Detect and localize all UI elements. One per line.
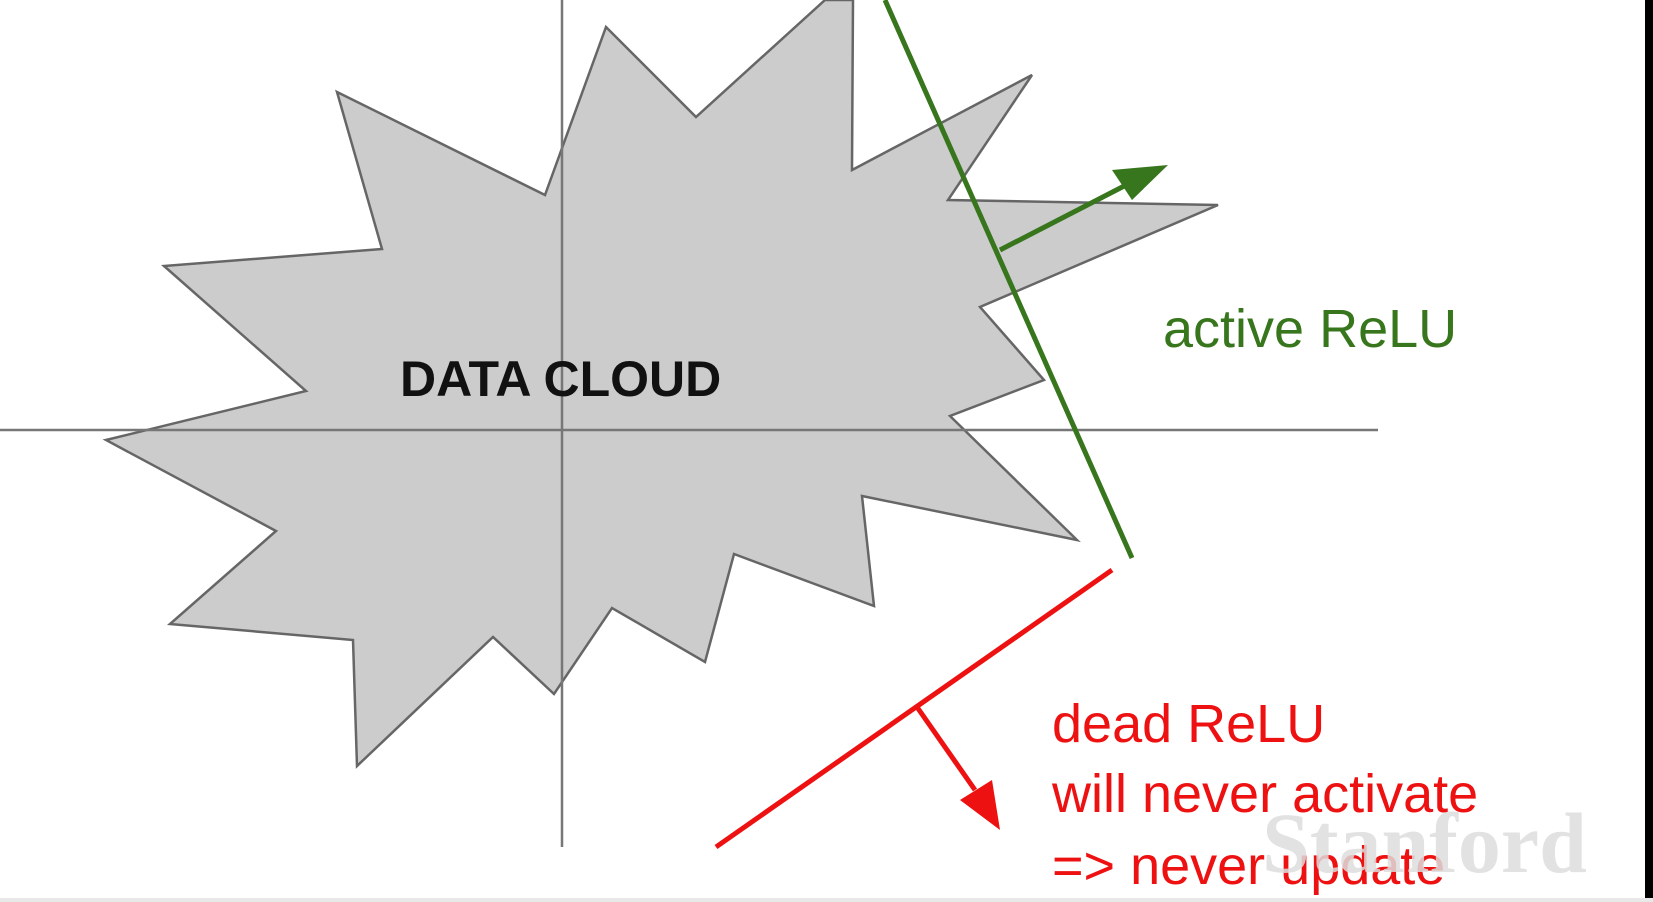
stanford-watermark: Stanford — [1262, 795, 1587, 891]
dead-relu-line-1: dead ReLU — [1052, 694, 1325, 754]
bottom-border — [0, 898, 1653, 902]
dead-relu-line — [714, 567, 1114, 850]
dead-relu-line-2: will never activate — [1051, 764, 1478, 824]
data-cloud-label: DATA CLOUD — [400, 351, 721, 407]
active-relu-line — [882, 0, 1135, 560]
active-relu-normal — [998, 180, 1132, 253]
dead-relu-label: dead ReLU will never activate => never u… — [1051, 694, 1493, 896]
data-cloud-shape — [102, 0, 1219, 769]
dead-relu-line-3: => never update — [1052, 836, 1445, 896]
dead-arrow-icon — [960, 780, 1000, 830]
active-arrow-icon — [1112, 165, 1168, 200]
right-border — [1645, 0, 1653, 902]
active-relu-label: active ReLU — [1163, 299, 1457, 359]
dead-relu-normal — [914, 705, 978, 792]
